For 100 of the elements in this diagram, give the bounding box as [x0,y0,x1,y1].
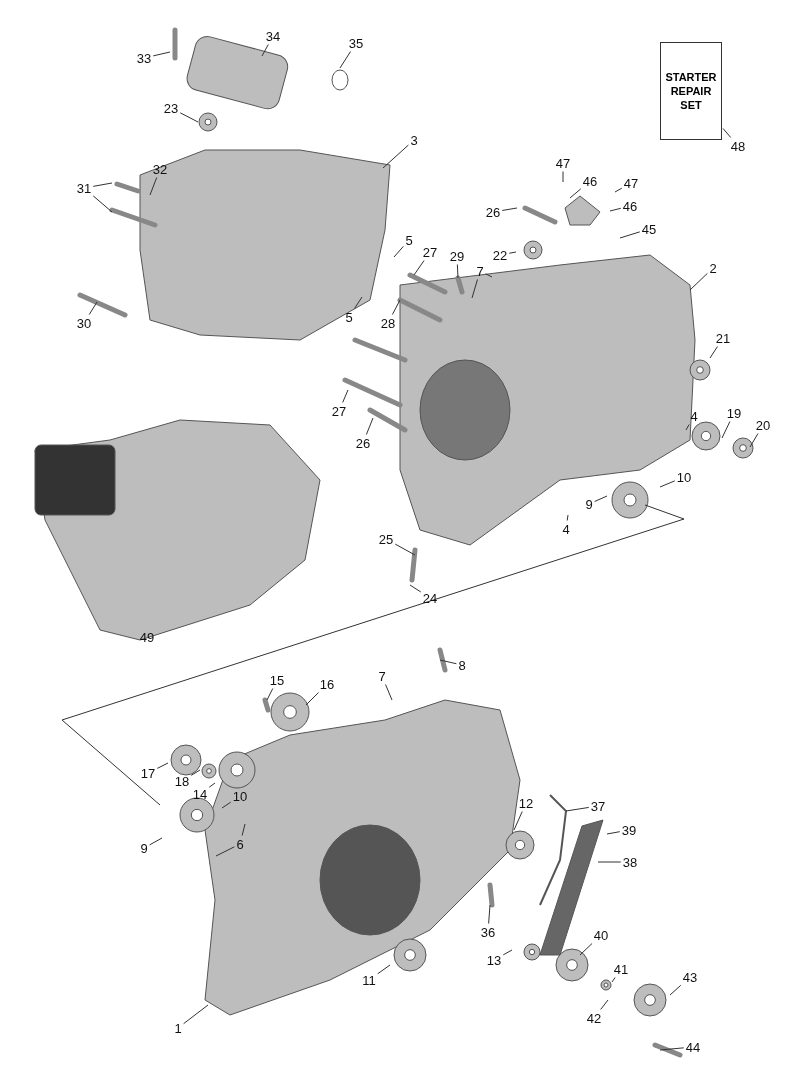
leader-line [502,949,513,956]
callout-number: 46 [581,173,599,189]
callout-number: 41 [612,961,630,977]
leader-line [606,831,621,835]
callout-number: 39 [620,822,638,838]
leader-line [562,171,564,183]
callout-number: 6 [235,836,245,852]
leader-line [382,144,409,169]
leader-line [339,51,352,69]
callout-number: 7 [377,668,387,684]
leader-line [749,433,759,448]
leader-line [659,1047,685,1051]
callout-number: 7 [475,263,485,279]
callout-number: 33 [135,50,153,66]
callout-number: 10 [231,788,249,804]
leader-line [409,584,422,593]
callout-number: 17 [139,765,157,781]
callout-number: 42 [585,1010,603,1026]
leader-line [659,480,676,488]
callout-number: 26 [354,435,372,451]
callout-number: 20 [754,417,772,433]
callout-number: 3 [409,132,419,148]
callout-number: 46 [621,198,639,214]
callout-number: 43 [681,969,699,985]
callout-number: 10 [675,469,693,485]
callout-number: 4 [561,521,571,537]
callout-number: 48 [729,138,747,154]
leader-line [208,782,216,788]
callout-number: 45 [640,221,658,237]
leader-line [149,837,163,846]
callout-number: 4 [689,408,699,424]
callout-number: 14 [191,786,209,802]
callout-number: 23 [162,100,180,116]
callout-number: 22 [491,247,509,263]
callout-number: 19 [725,405,743,421]
leader-line [221,801,232,809]
leader-line [149,177,158,196]
callout-number: 18 [173,773,191,789]
leader-line [391,299,401,315]
leader-line [565,806,590,812]
leader-line [261,44,269,57]
callout-number: 25 [377,531,395,547]
callout-number: 29 [448,248,466,264]
leader-line [721,421,731,439]
leader-line [722,127,732,138]
callout-number: 8 [457,657,467,673]
leader-line [485,273,493,278]
leader-line [488,904,491,924]
callout-number: 13 [485,952,503,968]
leader-line [471,279,478,299]
leader-line [394,543,416,556]
callout-number: 26 [484,204,502,220]
leader-line [354,296,363,309]
leader-line [183,1004,209,1025]
leader-line [689,272,708,291]
callout-number: 47 [622,175,640,191]
callout-number: 15 [268,672,286,688]
leader-line [266,688,274,701]
callout-number: 21 [714,330,732,346]
callout-number: 12 [517,795,535,811]
callout-number: 40 [592,927,610,943]
leader-line [215,846,235,857]
leader-line [508,251,517,254]
callout-number: 37 [589,798,607,814]
callout-number: 36 [479,924,497,940]
callout-number: 16 [318,676,336,692]
leader-line [609,207,622,212]
leader-line [501,207,518,211]
leader-line [92,182,113,187]
callout-number: 30 [75,315,93,331]
leader-line [569,188,582,199]
leader-line [597,861,622,863]
callout-number: 24 [421,590,439,606]
leader-line [179,112,199,123]
leader-line [594,495,608,502]
leader-line [342,389,349,403]
leader-line [88,301,98,315]
leader-line [365,417,374,435]
callout-number: 38 [621,854,639,870]
callout-number: 2 [708,260,718,276]
leader-line [669,984,682,996]
leader-line [611,977,616,983]
leader-line [614,187,623,193]
leader-line [413,260,425,276]
leader-line [513,811,523,831]
leader-line [600,999,609,1010]
leader-line [241,823,246,836]
leader-line [385,684,393,701]
callout-number: 27 [421,244,439,260]
callout-number: 1 [173,1020,183,1036]
callout-number: 27 [330,403,348,419]
callout-number: 32 [151,161,169,177]
leader-line [190,769,201,776]
leader-line [305,692,319,706]
callout-number: 11 [361,972,377,988]
leader-line [393,245,404,258]
callout-number: 9 [139,840,149,856]
leader-line [579,943,593,956]
leader-line [619,231,641,239]
callout-number: 5 [344,309,354,325]
